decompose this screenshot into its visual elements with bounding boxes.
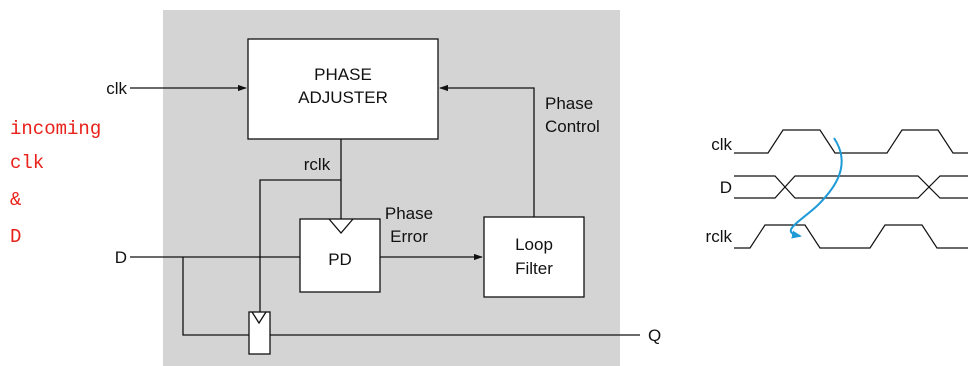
timing-label-d: D bbox=[720, 178, 732, 197]
clk-waveform bbox=[734, 129, 968, 154]
annotation: incoming clk & D bbox=[10, 118, 101, 248]
phase-adjuster-block: PHASE ADJUSTER bbox=[247, 38, 439, 140]
annotation-line-clk: clk bbox=[10, 152, 44, 174]
loop-filter-label-2: Filter bbox=[515, 259, 553, 278]
q-output-label: Q bbox=[648, 326, 661, 345]
phase-adjuster-label-2: ADJUSTER bbox=[298, 88, 388, 107]
loop-filter-label-1: Loop bbox=[515, 235, 553, 254]
data-branch-wire bbox=[182, 257, 249, 336]
data-waveform bbox=[734, 175, 968, 199]
output-flip-flop bbox=[248, 311, 271, 355]
phase-shift-arrow bbox=[789, 137, 843, 239]
phase-adjuster-label-1: PHASE bbox=[314, 65, 372, 84]
rclk-label: rclk bbox=[304, 155, 331, 174]
annotation-line-ampersand: & bbox=[10, 189, 21, 211]
signal-labels: clk D rclk Phase Error Phase Control Q bbox=[106, 79, 661, 345]
timing-label-clk: clk bbox=[711, 135, 732, 154]
timing-label-rclk: rclk bbox=[706, 227, 733, 246]
annotation-line-d: D bbox=[10, 226, 21, 248]
annotation-line-incoming: incoming bbox=[10, 118, 101, 140]
clk-input-label: clk bbox=[106, 79, 127, 98]
phase-error-label-2: Error bbox=[390, 227, 428, 246]
phase-detector-block: PD bbox=[299, 218, 381, 293]
wiring bbox=[130, 84, 640, 336]
phase-control-label-2: Control bbox=[545, 117, 600, 136]
loop-filter-block: Loop Filter bbox=[483, 216, 585, 298]
data-input-label: D bbox=[115, 248, 127, 267]
phase-control-label-1: Phase bbox=[545, 94, 593, 113]
rclk-branch-wire bbox=[259, 179, 341, 312]
timing-diagram: clk D rclk bbox=[706, 129, 968, 249]
rclk-waveform bbox=[734, 224, 968, 249]
phase-control-wire bbox=[439, 84, 535, 217]
phase-detector-label: PD bbox=[328, 250, 352, 269]
phase-error-label-1: Phase bbox=[385, 204, 433, 223]
